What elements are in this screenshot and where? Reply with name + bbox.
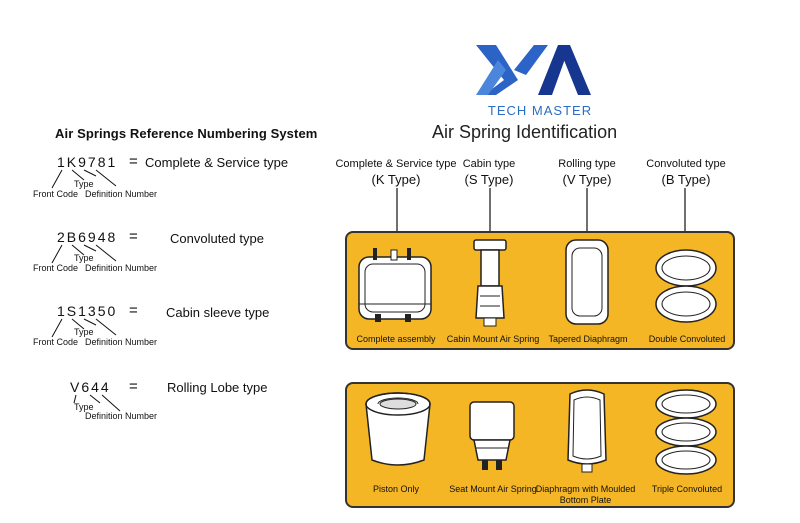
equals-sign: = (129, 378, 138, 395)
triple-convoluted-illustration (655, 389, 717, 475)
caption-triple-convoluted: Triple Convoluted (651, 484, 723, 494)
caption-tapered-diaphragm: Tapered Diaphragm (548, 334, 628, 344)
column-type: (K Type) (371, 172, 421, 187)
label-definition-number: Definition Number (85, 337, 158, 347)
desc-s: Cabin sleeve type (166, 305, 270, 320)
code-pointer-lines (51, 244, 117, 264)
desc-b: Convoluted type (170, 231, 264, 246)
caption-complete-assembly: Complete assembly (356, 334, 436, 344)
column-title: Complete & Service type (335, 158, 457, 170)
equals-sign: = (129, 302, 138, 319)
column-type: (B Type) (661, 172, 711, 187)
label-definition-number: Definition Number (85, 263, 158, 273)
desc-v: Rolling Lobe type (167, 380, 268, 395)
caption-double-convoluted: Double Convoluted (648, 334, 726, 344)
seat-mount-illustration (469, 401, 515, 470)
cabin-mount-illustration (473, 239, 507, 327)
equals-sign: = (129, 153, 138, 170)
caption-seat-mount: Seat Mount Air Spring (449, 484, 537, 494)
label-front-code: Front Code (33, 189, 79, 199)
code-b: 2B6948 (57, 229, 118, 245)
tapered-diaphragm-illustration (565, 239, 609, 325)
label-type: Type (74, 179, 94, 189)
column-type: (V Type) (562, 172, 612, 187)
reference-title: Air Springs Reference Numbering System (55, 126, 318, 141)
column-title: Convoluted type (646, 158, 726, 170)
double-convoluted-illustration (655, 249, 717, 323)
identification-title: Air Spring Identification (432, 122, 618, 142)
caption-cabin-mount: Cabin Mount Air Spring (446, 334, 540, 344)
logo-text: TECH MASTER (487, 103, 593, 118)
code-pointer-lines (51, 318, 117, 338)
column-header-s: Cabin type (S Type) (414, 156, 564, 188)
label-definition-number: Definition Number (85, 411, 158, 421)
desc-k: Complete & Service type (145, 155, 289, 170)
code-pointer-lines (51, 169, 117, 189)
tech-master-logo (476, 45, 591, 95)
equals-sign: = (129, 228, 138, 245)
column-type: (S Type) (464, 172, 514, 187)
complete-assembly-illustration (358, 248, 432, 322)
label-type: Type (74, 253, 94, 263)
label-definition-number: Definition Number (85, 189, 158, 199)
column-title: Cabin type (462, 158, 516, 170)
label-type: Type (74, 327, 94, 337)
column-header-k: Complete & Service type (K Type) (321, 156, 471, 188)
caption-diaphragm-moulded: Diaphragm with Moulded Bottom Plate (535, 484, 636, 505)
piston-illustration (365, 392, 431, 466)
caption-piston-only: Piston Only (372, 484, 420, 494)
label-front-code: Front Code (33, 337, 79, 347)
label-front-code: Front Code (33, 263, 79, 273)
code-s: 1S1350 (57, 303, 118, 319)
code-pointer-lines (73, 394, 121, 412)
column-title: Rolling type (558, 158, 616, 170)
label-type: Type (74, 402, 94, 412)
diaphragm-moulded-illustration (567, 389, 607, 473)
column-header-v: Rolling type (V Type) (512, 156, 662, 188)
column-header-b: Convoluted type (B Type) (611, 156, 761, 188)
code-v: V644 (70, 379, 111, 395)
code-k: 1K9781 (57, 154, 118, 170)
